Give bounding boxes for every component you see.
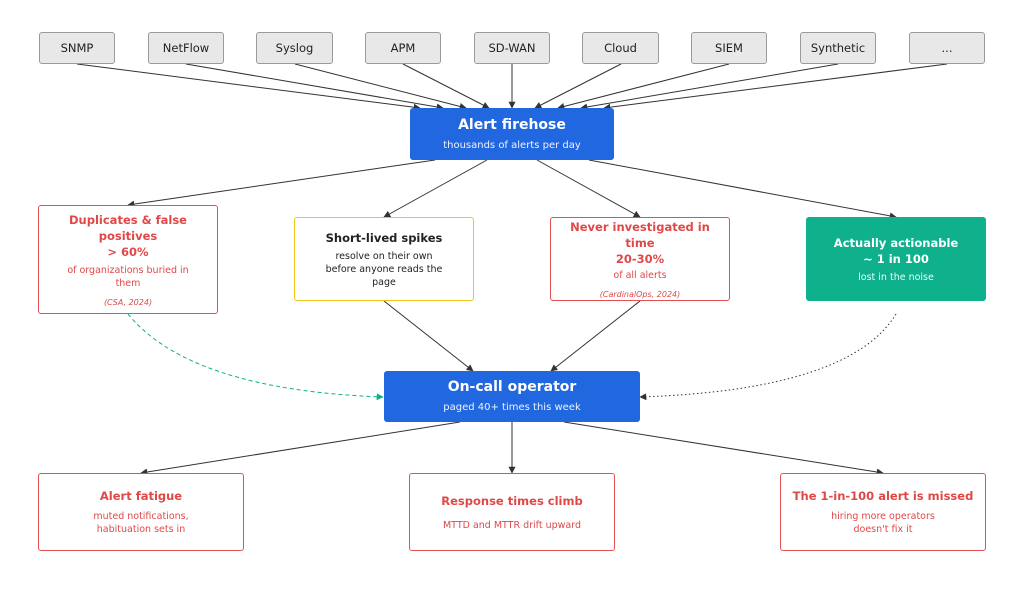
edge-firehose-never	[536, 159, 641, 218]
actionable-title: Actually actionable	[833, 235, 959, 250]
fatigue-subtitle: muted notifications, habituation sets in	[93, 511, 189, 535]
operator-title: On-call operator	[447, 379, 577, 395]
edge-firehose-actionable	[588, 159, 897, 220]
duplicates-citation: (CSA, 2024)	[103, 298, 153, 307]
firehose-node: Alert firehose thousands of alerts per d…	[410, 108, 614, 160]
missed-title: The 1-in-100 alert is missed	[792, 489, 974, 503]
edge-never-operator	[550, 300, 641, 372]
response-title: Response times climb	[441, 493, 583, 508]
edge-operator-fatigue	[140, 421, 461, 476]
edge-operator-missed	[563, 421, 884, 476]
edge-duplicates-operator	[127, 313, 384, 401]
missed-subtitle: hiring more operators doesn't fix it	[831, 511, 935, 535]
edge-siem-firehose	[557, 63, 730, 110]
source-label: ...	[941, 41, 953, 55]
missed-node: The 1-in-100 alert is missed hiring more…	[780, 473, 986, 551]
actionable-node: Actually actionable ~ 1 in 100 lost in t…	[806, 217, 986, 301]
fatigue-node: Alert fatigue muted notifications, habit…	[38, 473, 244, 551]
source-cloud: Cloud	[582, 32, 659, 64]
never-citation: (CardinalOps, 2024)	[599, 290, 681, 299]
duplicates-node: Duplicates & false positives > 60% of or…	[38, 205, 218, 314]
actionable-stat: ~ 1 in 100	[863, 251, 929, 266]
never-subtitle: of all alerts	[613, 270, 667, 281]
never-title: Never investigated in time	[570, 220, 710, 250]
edge-cloud-firehose	[534, 63, 622, 109]
firehose-title: Alert firehose	[458, 116, 566, 133]
source-sdwan: SD-WAN	[474, 32, 550, 64]
source-snmp: SNMP	[39, 32, 115, 64]
edge-more-firehose	[603, 63, 948, 111]
source-label: NetFlow	[162, 41, 210, 55]
source-label: SD-WAN	[488, 41, 536, 55]
duplicates-title: Duplicates & false positives	[69, 213, 187, 243]
operator-subtitle: paged 40+ times this week	[443, 402, 581, 413]
response-node: Response times climb MTTD and MTTR drift…	[409, 473, 615, 551]
source-more: ...	[909, 32, 985, 64]
spikes-title: Short-lived spikes	[325, 230, 443, 245]
source-label: Synthetic	[810, 41, 866, 55]
edge-spikes-operator	[383, 300, 474, 372]
spikes-subtitle: resolve on their own before anyone reads…	[325, 250, 443, 288]
source-synthetic: Synthetic	[800, 32, 876, 64]
firehose-subtitle: thousands of alerts per day	[443, 139, 581, 151]
duplicates-subtitle: of organizations buried in them	[67, 265, 189, 289]
source-label: Syslog	[275, 41, 314, 55]
edge-netflow-firehose	[185, 63, 444, 111]
edge-syslog-firehose	[294, 63, 467, 110]
edge-apm-firehose	[402, 63, 490, 109]
source-label: SNMP	[60, 41, 94, 55]
source-label: APM	[390, 41, 416, 55]
edge-firehose-duplicates	[127, 159, 436, 208]
source-label: Cloud	[604, 41, 637, 55]
edge-snmp-firehose	[76, 63, 421, 111]
never-node: Never investigated in time 20-30% of all…	[550, 217, 730, 301]
source-siem: SIEM	[691, 32, 767, 64]
edge-actionable-operator	[639, 313, 897, 401]
actionable-subtitle: lost in the noise	[858, 271, 934, 283]
edge-firehose-spikes	[383, 159, 488, 218]
response-subtitle: MTTD and MTTR drift upward	[442, 519, 582, 531]
source-apm: APM	[365, 32, 441, 64]
source-label: SIEM	[715, 41, 743, 55]
source-netflow: NetFlow	[148, 32, 224, 64]
spikes-node: Short-lived spikes resolve on their own …	[294, 217, 474, 301]
never-stat: 20-30%	[615, 252, 665, 266]
duplicates-stat: > 60%	[107, 245, 149, 259]
operator-node: On-call operator paged 40+ times this we…	[384, 371, 640, 422]
source-syslog: Syslog	[256, 32, 333, 64]
fatigue-title: Alert fatigue	[99, 489, 183, 503]
edge-synthetic-firehose	[580, 63, 839, 111]
